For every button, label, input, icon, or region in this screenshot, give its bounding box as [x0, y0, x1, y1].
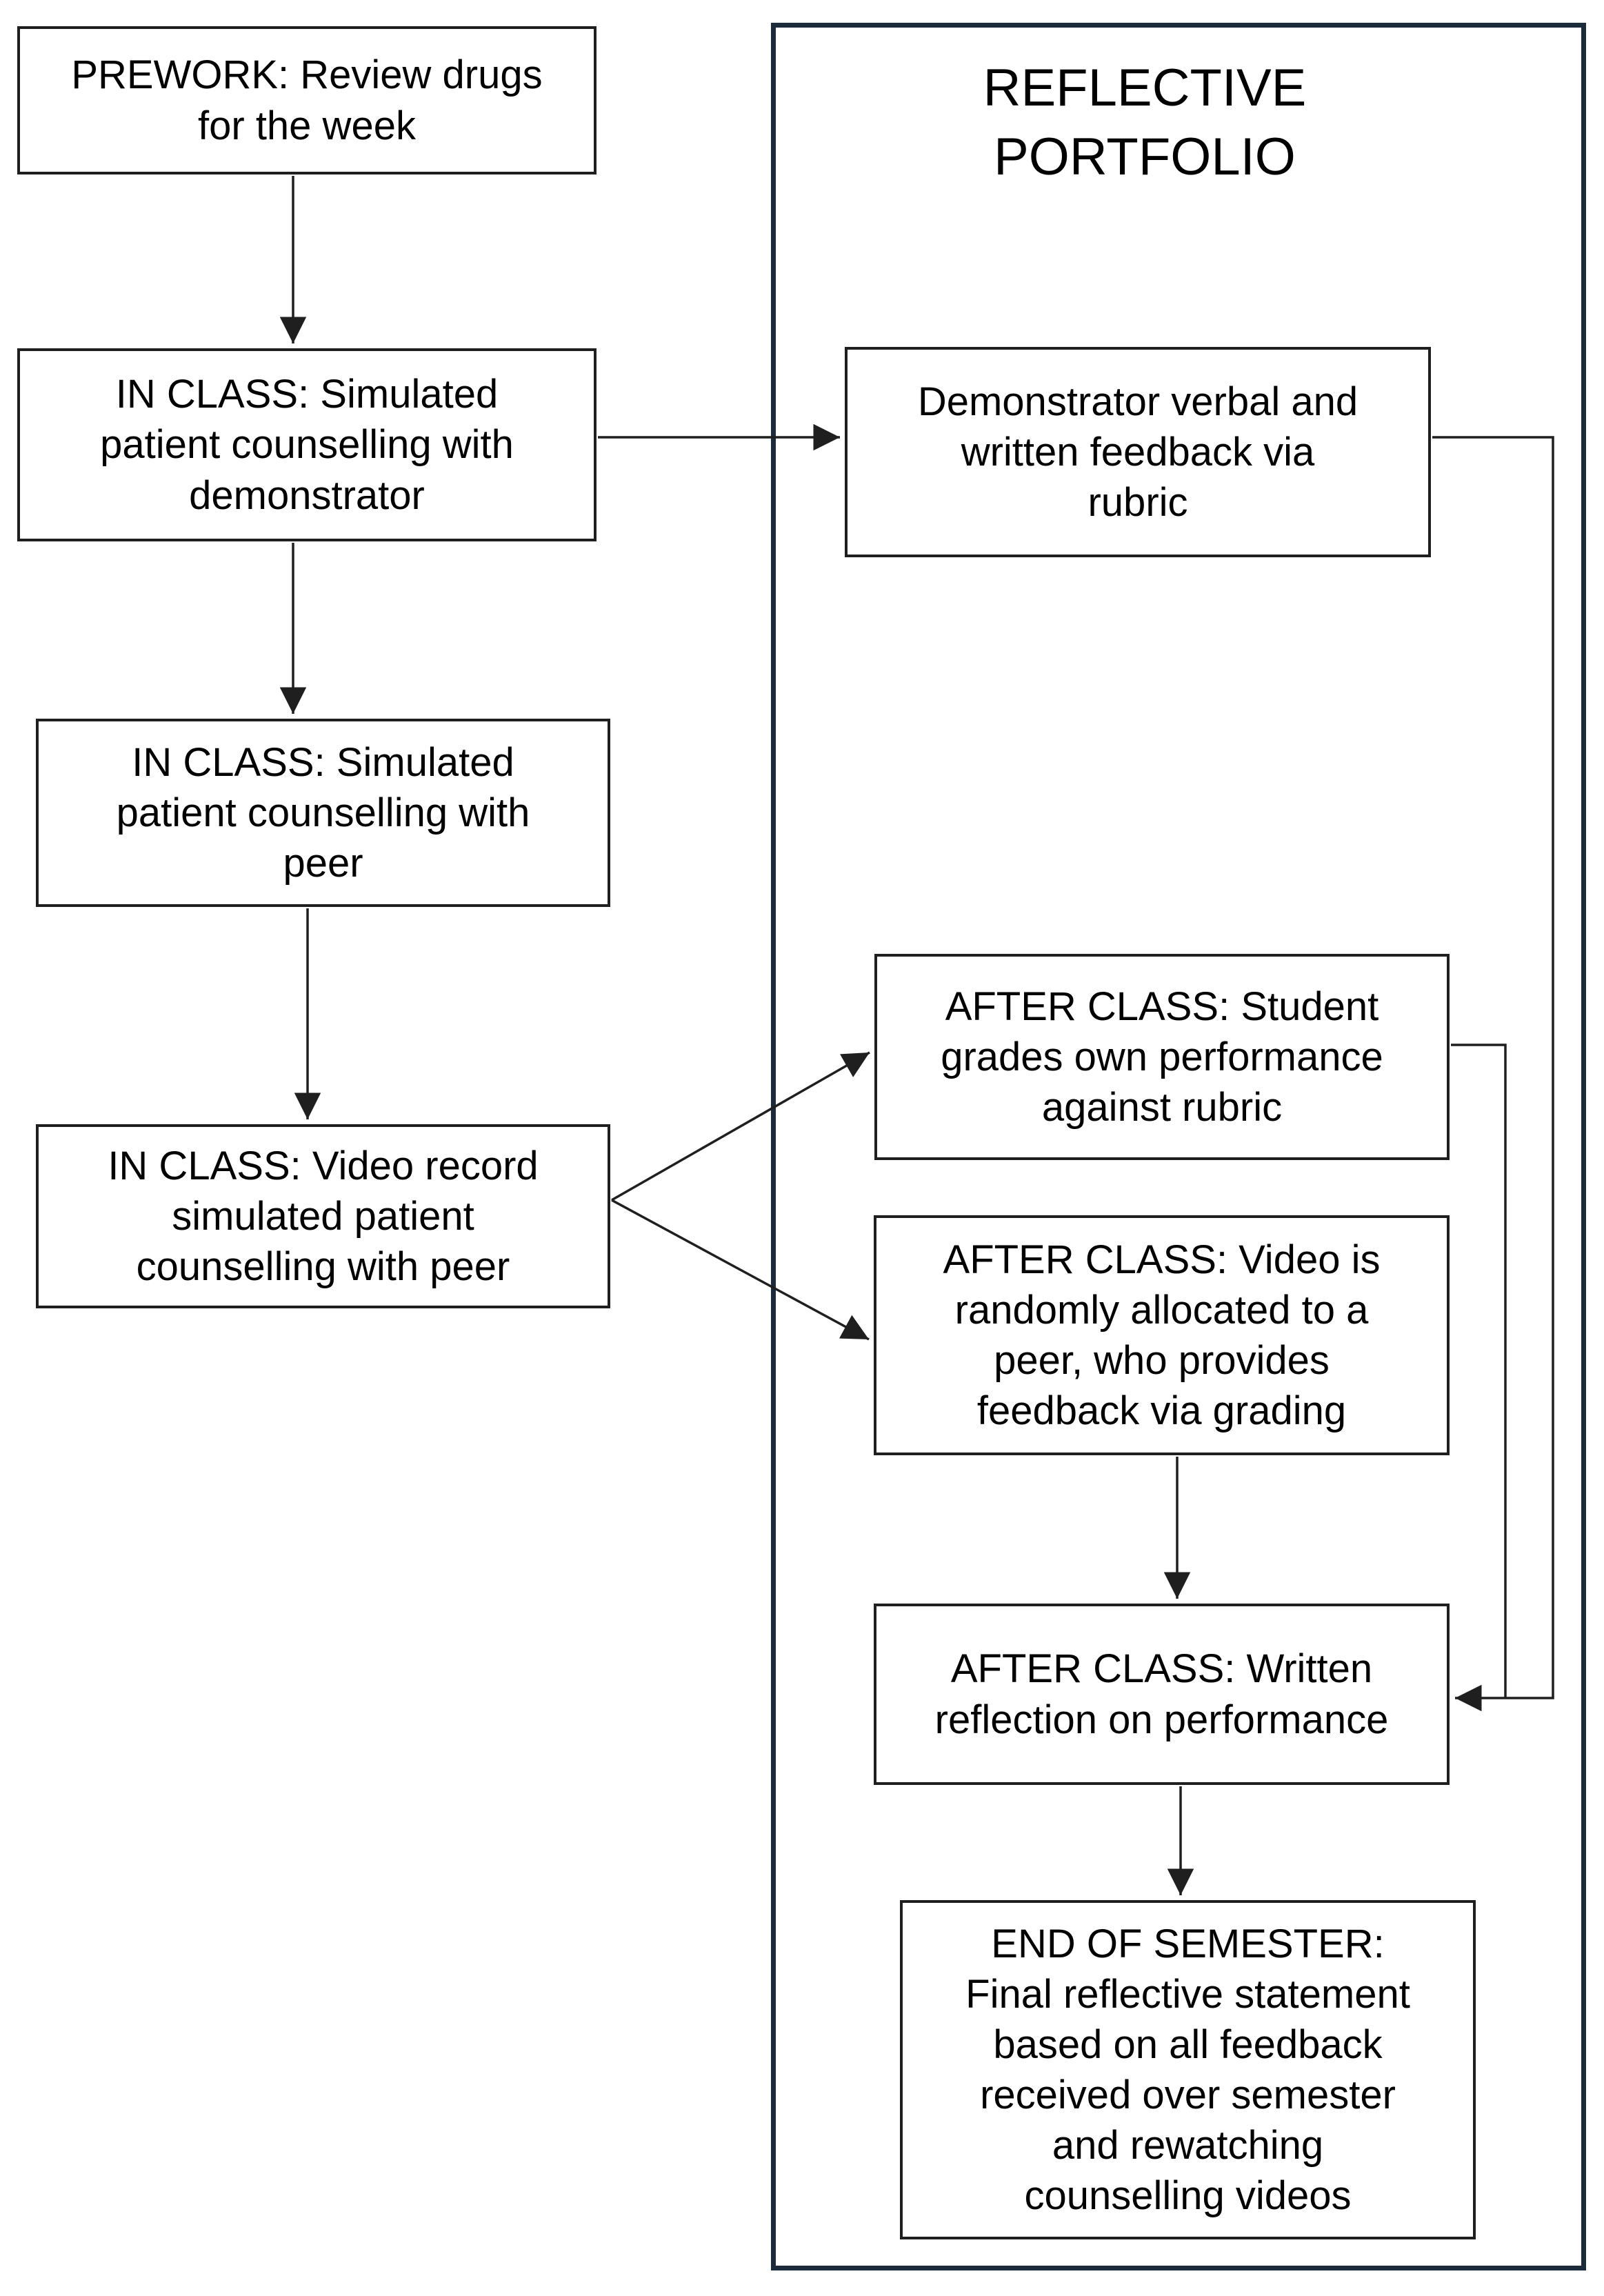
node-inclass-video-record-label: IN CLASS: Video record simulated patient… [108, 1143, 539, 1290]
node-inclass-peer: IN CLASS: Simulated patient counselling … [36, 719, 610, 907]
node-demonstrator-feedback-label: Demonstrator verbal and written feedback… [917, 379, 1359, 526]
reflective-portfolio-title: REFLECTIVE PORTFOLIO [983, 59, 1307, 187]
node-inclass-demonstrator: IN CLASS: Simulated patient counselling … [17, 348, 597, 541]
node-prework: PREWORK: Review drugs for the week [17, 26, 597, 174]
node-self-grading: AFTER CLASS: Student grades own performa… [874, 954, 1450, 1160]
node-peer-video-grading-label: AFTER CLASS: Video is randomly allocated… [943, 1237, 1381, 1434]
node-written-reflection-label: AFTER CLASS: Written reflection on perfo… [934, 1646, 1389, 1742]
node-final-reflective-statement: END OF SEMESTER: Final reflective statem… [900, 1900, 1476, 2239]
node-self-grading-label: AFTER CLASS: Student grades own performa… [941, 984, 1383, 1130]
node-prework-label: PREWORK: Review drugs for the week [71, 52, 543, 148]
node-final-reflective-statement-label: END OF SEMESTER: Final reflective statem… [965, 1921, 1410, 2219]
node-written-reflection: AFTER CLASS: Written reflection on perfo… [874, 1604, 1450, 1785]
node-inclass-peer-label: IN CLASS: Simulated patient counselling … [116, 739, 530, 886]
node-demonstrator-feedback: Demonstrator verbal and written feedback… [845, 347, 1431, 557]
node-inclass-video-record: IN CLASS: Video record simulated patient… [36, 1124, 610, 1308]
node-peer-video-grading: AFTER CLASS: Video is randomly allocated… [874, 1215, 1450, 1455]
node-inclass-demonstrator-label: IN CLASS: Simulated patient counselling … [100, 372, 514, 518]
